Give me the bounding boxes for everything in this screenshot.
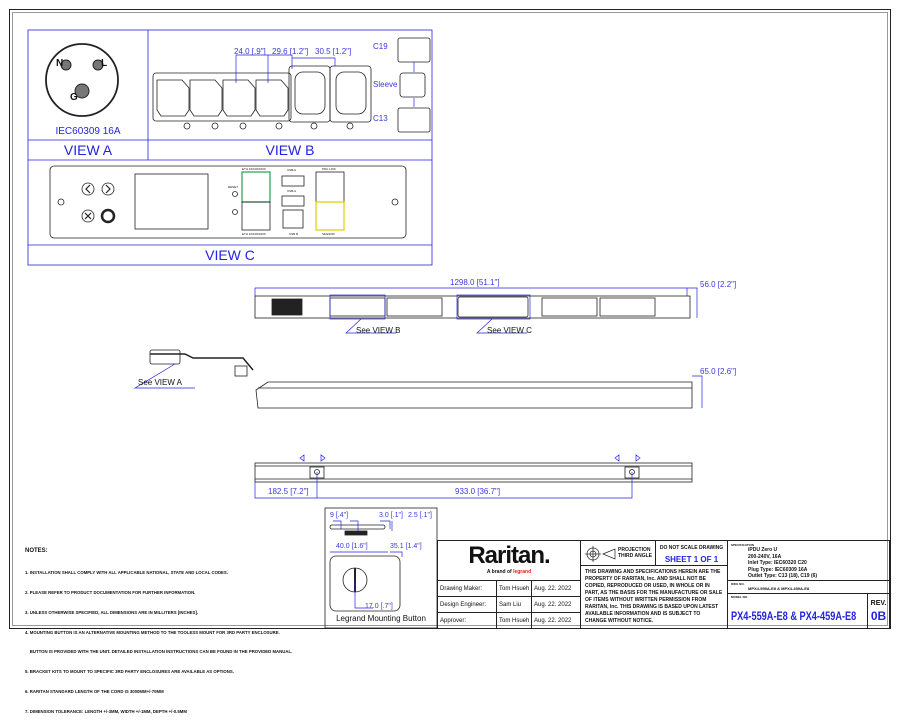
note-item: 2. PLEASE REFER TO PRODUCT DOCUMENTATION… xyxy=(25,589,196,595)
iec60309-plug-face xyxy=(45,43,119,117)
port-eth1-label: ETH 10/100/1000 xyxy=(242,167,266,171)
pin-n-label: N xyxy=(56,58,64,69)
view-c-label: VIEW C xyxy=(205,247,255,263)
view-b-label: VIEW B xyxy=(265,142,315,158)
callout-c19: C19 xyxy=(373,42,388,51)
role-label: Drawing Maker: xyxy=(437,580,497,597)
dim-button-9: 9 [.4"] xyxy=(330,512,349,519)
role-label: Design Engineer: xyxy=(437,596,497,613)
ok-button-icon xyxy=(100,208,116,224)
c13-outlets xyxy=(156,79,289,117)
view-a-label: VIEW A xyxy=(63,142,113,158)
note-item: 5. BRACKET KITS TO MOUNT TO SPECIFIC 3RD… xyxy=(25,669,234,675)
right-arrow-button-icon xyxy=(101,182,115,196)
dim-length: 1298.0 [51.1"] xyxy=(450,278,500,287)
dim-width: 56.0 [2.2"] xyxy=(700,280,737,289)
spec-label: SPECIFICATION xyxy=(731,543,754,547)
sheet-cell: DO NOT SCALE DRAWING SHEET 1 OF 1 xyxy=(655,540,728,566)
spec-line: Outlet Type: C13 (18), C19 (6) xyxy=(748,573,818,579)
person-name: Tom Hsueh xyxy=(496,612,532,629)
note-item: 6. RARITAN STANDARD LENGTH OF THE CORD I… xyxy=(25,688,164,694)
dim-button-offset: 182.5 [7.2"] xyxy=(268,487,309,496)
third-angle-projection-icon xyxy=(585,546,616,562)
tagline: A brand of xyxy=(486,569,512,575)
views-drawing xyxy=(27,29,433,266)
dim-button-17: 17.0 [.7"] xyxy=(365,603,393,610)
model-no-cell: MODEL NO. PX4-559A-E8 & PX4-459A-E8 xyxy=(727,593,868,629)
legrand-button-drawing xyxy=(324,507,438,629)
disclaimer: THIS DRAWING AND SPECIFICATIONS HEREIN A… xyxy=(580,565,728,629)
role-label: Approver: xyxy=(437,612,497,629)
dim-outlet-pitch-3: 30.5 [1.2"] xyxy=(315,47,352,56)
button-title: Legrand Mounting Button xyxy=(336,614,426,623)
reset-label: RESET xyxy=(228,185,239,189)
spec-line: Inlet Type: IEC60320 C20 xyxy=(748,560,807,566)
mounting-rail-view xyxy=(254,462,693,483)
port-eth2-label: ETH 10/100/1000 xyxy=(242,232,266,236)
raritan-logo: Raritan. xyxy=(468,542,550,569)
rev-cell: REV. 0B xyxy=(867,593,890,629)
see-view-c-callout: See VIEW C xyxy=(487,326,532,335)
pin-l-label: L xyxy=(101,58,108,69)
note-item: 4. MOUNTING BUTTON IS AN ALTERNATIVE MOU… xyxy=(25,629,280,635)
notes: NOTES: 1. INSTALLATION SHALL COMPLY WITH… xyxy=(25,548,325,728)
port-usbb-label: USB B xyxy=(289,232,299,236)
person-name: Tom Hsueh xyxy=(496,580,532,597)
callout-sleeve: Sleeve xyxy=(373,80,398,89)
callout-c13: C13 xyxy=(373,114,388,123)
dim-button-40: 40.0 [1.6"] xyxy=(336,543,368,550)
note-item: 7. DIMENSION TOLERANCE: LENGTH +/-3MM, W… xyxy=(25,708,187,714)
sign-date: Aug. 22. 2022 xyxy=(531,612,581,629)
spec-line: Plug Type: IEC60309 16A xyxy=(748,566,808,573)
note-item: 3. UNLESS OTHERWISE SPECIFIED, ALL DIMEN… xyxy=(25,609,199,615)
person-name: Sam Liu xyxy=(496,596,532,613)
note-item: BUTTON IS PROVIDED WITH THE UNIT. DETAIL… xyxy=(25,649,293,655)
model-label: MODEL NO. xyxy=(731,595,748,599)
legrand-brand: legrand xyxy=(513,569,532,575)
pdu-side-view xyxy=(149,349,693,409)
port-sensor-label: SENSOR xyxy=(322,232,335,236)
dim-button-span: 933.0 [36.7"] xyxy=(455,487,501,496)
dim-depth: 65.0 [2.6"] xyxy=(700,367,737,376)
view-a-connector: IEC60309 16A xyxy=(55,126,121,137)
dim-button-3: 3.0 [.1"] xyxy=(379,512,403,519)
projection-cell: PROJECTION THIRD ANGLE xyxy=(580,540,656,566)
dwg-no-cell: DWG NO. MPX4-559A-E8 & MPX4-459A-E8 xyxy=(727,580,890,594)
sheet-number: SHEET 1 OF 1 xyxy=(664,555,719,564)
spec-line: iPDU Zero U xyxy=(748,547,778,553)
angle-label: THIRD ANGLE xyxy=(618,553,652,559)
left-arrow-button-icon xyxy=(81,182,95,196)
port-usba2-label: USB-A xyxy=(287,189,297,193)
see-view-a-callout: See VIEW A xyxy=(138,378,183,387)
dim-button-35: 35.1 [1.4"] xyxy=(390,543,422,550)
logo-cell: Raritan. A brand of legrand xyxy=(437,540,581,581)
pdu-views-drawing xyxy=(133,287,703,629)
projection-label: PROJECTION xyxy=(618,547,651,553)
drawing-inner-border xyxy=(12,12,888,626)
pin-g-label: G xyxy=(70,92,78,103)
do-not-scale-label: DO NOT SCALE DRAWING xyxy=(659,545,724,551)
notes-title: NOTES: xyxy=(25,548,48,554)
see-view-b-callout: See VIEW B xyxy=(356,326,401,335)
spec-line: 200-240V, 16A xyxy=(748,553,782,560)
sign-date: Aug. 22. 2022 xyxy=(531,580,581,597)
dim-outlet-pitch-2: 29.6 [1.2"] xyxy=(272,47,309,56)
note-item: 1. INSTALLATION SHALL COMPLY WITH ALL AP… xyxy=(25,570,228,576)
dwg-label: DWG NO. xyxy=(731,582,745,586)
dim-button-2-5: 2.5 [.1"] xyxy=(408,512,432,519)
dim-outlet-pitch-1: 24.0 [.9"] xyxy=(234,47,266,56)
sign-date: Aug. 22. 2022 xyxy=(531,596,581,613)
controller-panel xyxy=(49,165,407,239)
pdu-front-view xyxy=(254,295,691,319)
notes-list: 1. INSTALLATION SHALL COMPLY WITH ALL AP… xyxy=(25,557,325,728)
model-number: PX4-559A-E8 & PX4-459A-E8 xyxy=(731,611,857,623)
cancel-button-icon xyxy=(81,209,95,223)
rev-value: 0B xyxy=(870,609,887,623)
port-usba1-label: USB-A xyxy=(287,168,297,172)
spec-cell: SPECIFICATION iPDU Zero U 200-240V, 16A … xyxy=(727,540,890,581)
port-pdulink-label: PDU LINK xyxy=(322,167,336,171)
outlet-strip xyxy=(152,37,431,133)
dwg-number: MPX4-559A-E8 & MPX4-459A-E8 xyxy=(748,586,810,591)
rev-label: REV. xyxy=(870,600,887,607)
